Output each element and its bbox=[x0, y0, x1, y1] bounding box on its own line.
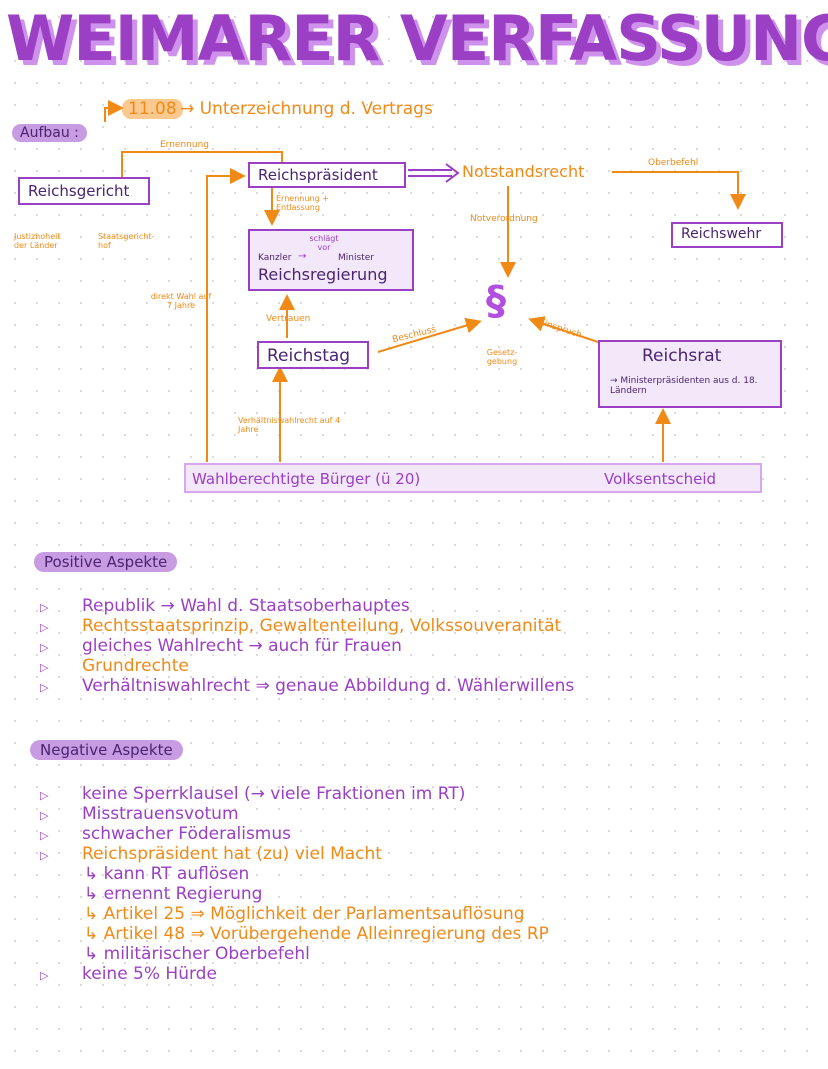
date-text-arrow: → Unterzeichnung d. Vertrags bbox=[180, 99, 433, 119]
ernennung-entlassung-label: Ernennung + Entlassung bbox=[276, 194, 346, 212]
reichspraesident-label: Reichspräsident bbox=[258, 166, 378, 184]
bullet-icon: ▷ bbox=[40, 681, 49, 694]
buerger-box: Wahlberechtigte Bürger (ü 20) Volksentsc… bbox=[184, 463, 762, 493]
list-item-text: Grundrechte bbox=[82, 656, 189, 676]
kanzler-minister-arrow: → bbox=[298, 251, 307, 262]
aufbau-label-text: Aufbau : bbox=[20, 125, 79, 141]
bullet-icon: ▷ bbox=[40, 601, 49, 614]
kanzler-label: Kanzler bbox=[258, 253, 292, 263]
reichsgericht-label: Reichsgericht bbox=[28, 182, 130, 200]
justizhoheit-text: Justizhoheit der Länder bbox=[14, 232, 61, 250]
direkt-wahl-label: direkt Wahl auf 7 Jahre bbox=[150, 292, 212, 310]
notverordnung-label: Notverordnung bbox=[470, 214, 538, 224]
reichsrat-note: → Ministerpräsidenten aus d. 18. Ländern bbox=[610, 376, 778, 396]
reichsrat-label: Reichsrat bbox=[642, 346, 722, 366]
ernennung-line bbox=[121, 151, 283, 178]
negative-heading-text: Negative Aspekte bbox=[40, 741, 173, 759]
reichsregierung-label: Reichsregierung bbox=[258, 265, 388, 284]
direkt-wahl-line bbox=[206, 168, 246, 462]
beschluss-arrow bbox=[377, 317, 482, 353]
oberbefehl-label: Oberbefehl bbox=[648, 158, 699, 168]
paragraph-icon: § bbox=[486, 278, 506, 324]
list-item-text: Misstrauensvotum bbox=[82, 804, 239, 824]
list-item-text: Verhältniswahlrecht ⇒ genaue Abbildung d… bbox=[82, 676, 575, 696]
reichstag-label: Reichstag bbox=[267, 346, 351, 366]
notstandsrecht-label: Notstandsrecht bbox=[462, 162, 585, 181]
reichswehr-box: Reichswehr bbox=[671, 222, 783, 248]
volksentscheid-label: Volksentscheid bbox=[604, 470, 717, 488]
einspruch-arrow bbox=[528, 316, 599, 343]
bullet-icon: ▷ bbox=[40, 969, 49, 982]
reichsregierung-box: schlägt vor Kanzler → Minister Reichsreg… bbox=[248, 229, 414, 291]
bullet-icon: ▷ bbox=[40, 829, 49, 842]
reichswehr-label: Reichswehr bbox=[681, 226, 762, 242]
list-item-text: ↳ ernennt Regierung bbox=[84, 884, 263, 904]
reichspraesident-box: Reichspräsident bbox=[248, 162, 406, 188]
list-item-text: Republik → Wahl d. Staatsoberhauptes bbox=[82, 596, 410, 616]
list-item-text: schwacher Föderalismus bbox=[82, 824, 291, 844]
list-item-text: ↳ Artikel 25 ⇒ Möglichkeit der Parlament… bbox=[84, 904, 525, 924]
bullet-icon: ▷ bbox=[40, 661, 49, 674]
minister-label: Minister bbox=[338, 253, 374, 263]
list-item-text: gleiches Wahlrecht → auch für Frauen bbox=[82, 636, 402, 656]
list-item-text: keine Sperrklausel (→ viele Fraktionen i… bbox=[82, 784, 466, 804]
positive-heading-text: Positive Aspekte bbox=[44, 553, 168, 571]
direkt-wahl-text: direkt Wahl auf 7 Jahre bbox=[150, 292, 212, 310]
bullet-icon: ▷ bbox=[40, 809, 49, 822]
vertrauen-label: Vertrauen bbox=[266, 314, 311, 324]
ernennung-entlassung-text: Ernennung + Entlassung bbox=[276, 194, 329, 212]
reichstag-box: Reichstag bbox=[257, 341, 369, 369]
positive-heading: Positive Aspekte bbox=[34, 552, 178, 572]
bullet-icon: ▷ bbox=[40, 641, 49, 654]
list-item-text: ↳ militärischer Oberbefehl bbox=[84, 944, 310, 964]
staatsgericht-text: Staatsgericht-hof bbox=[98, 232, 155, 250]
date-arrow bbox=[104, 100, 124, 122]
aufbau-label: Aufbau : bbox=[12, 124, 87, 142]
gesetzgebung-text: Gesetz-gebung bbox=[486, 348, 518, 366]
date-note: 11.08 bbox=[128, 99, 177, 119]
list-item-text: ↳ kann RT auflösen bbox=[84, 864, 250, 884]
list-item-text: Rechtsstaatsprinzip, Gewaltenteilung, Vo… bbox=[82, 616, 562, 636]
bullet-icon: ▷ bbox=[40, 789, 49, 802]
bullet-icon: ▷ bbox=[40, 849, 49, 862]
page-title: WEIMARER VERFASSUNG bbox=[6, 2, 828, 75]
negative-heading: Negative Aspekte bbox=[30, 740, 183, 760]
verhaeltniswahl-text: Verhältniswahlrecht auf 4 Jahre bbox=[238, 416, 341, 434]
justizhoheit-label: Justizhoheit der Länder bbox=[14, 232, 70, 250]
notstandsrecht-double-arrow-head bbox=[445, 163, 460, 183]
gesetzgebung-label: Gesetz-gebung bbox=[478, 348, 526, 366]
date-highlight: 11.08 bbox=[122, 99, 183, 119]
oberbefehl-arrow bbox=[612, 171, 746, 210]
list-item-text: keine 5% Hürde bbox=[82, 964, 217, 984]
list-item-text: Reichspräsident hat (zu) viel Macht bbox=[82, 844, 382, 864]
staatsgericht-label: Staatsgericht-hof bbox=[98, 232, 155, 250]
buerger-label: Wahlberechtigte Bürger (ü 20) bbox=[192, 470, 421, 488]
verhaeltniswahl-label: Verhältniswahlrecht auf 4 Jahre bbox=[238, 416, 346, 434]
date-text: Unterzeichnung d. Vertrags bbox=[199, 99, 433, 119]
reichsrat-box: Reichsrat → Ministerpräsidenten aus d. 1… bbox=[598, 340, 782, 408]
ernennung-label: Ernennung bbox=[160, 140, 209, 150]
list-item-text: ↳ Artikel 48 ⇒ Vorübergehende Alleinregi… bbox=[84, 924, 549, 944]
bullet-icon: ▷ bbox=[40, 621, 49, 634]
reichsrat-note-text: → Ministerpräsidenten aus d. 18. Ländern bbox=[610, 376, 758, 396]
diagram-arrows bbox=[104, 100, 746, 462]
reichsgericht-box: Reichsgericht bbox=[18, 177, 150, 205]
schlaegt-vor-label: schlägt vor bbox=[309, 234, 339, 252]
